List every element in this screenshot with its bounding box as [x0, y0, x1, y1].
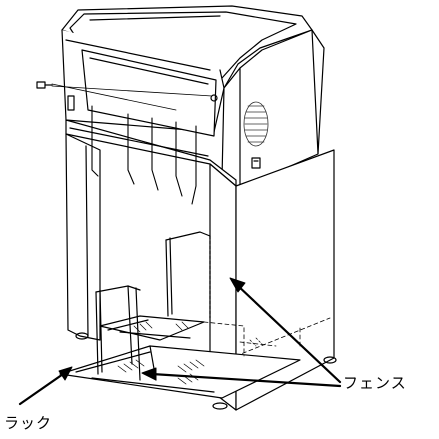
paper-hangers: [91, 105, 197, 205]
fence-arrow-2: [150, 372, 342, 388]
fence-arrow-1: [234, 282, 342, 384]
rack-tray: [59, 345, 301, 399]
vent-grille-icon: [243, 101, 269, 147]
printer: [61, 5, 325, 189]
paper-guide-plate: [81, 49, 217, 137]
stand-left-leg: [65, 133, 101, 341]
screw-leader-line-1: [51, 83, 177, 111]
power-switch-icon: [251, 157, 261, 169]
rack-label: ラック: [4, 414, 53, 432]
callout-arrows: [18, 277, 342, 406]
fence-front: [95, 285, 141, 381]
screw-leader-line-2: [51, 85, 213, 97]
screw-icon: [36, 81, 53, 89]
front-connector: [67, 95, 75, 111]
stand: [65, 119, 337, 411]
foot-right-front: [212, 402, 228, 410]
rack-arrow: [18, 370, 68, 406]
fence-back: [165, 231, 211, 319]
foot-left: [75, 332, 89, 340]
foot-right-back: [323, 356, 337, 364]
fence-label: フェンス: [343, 374, 407, 392]
